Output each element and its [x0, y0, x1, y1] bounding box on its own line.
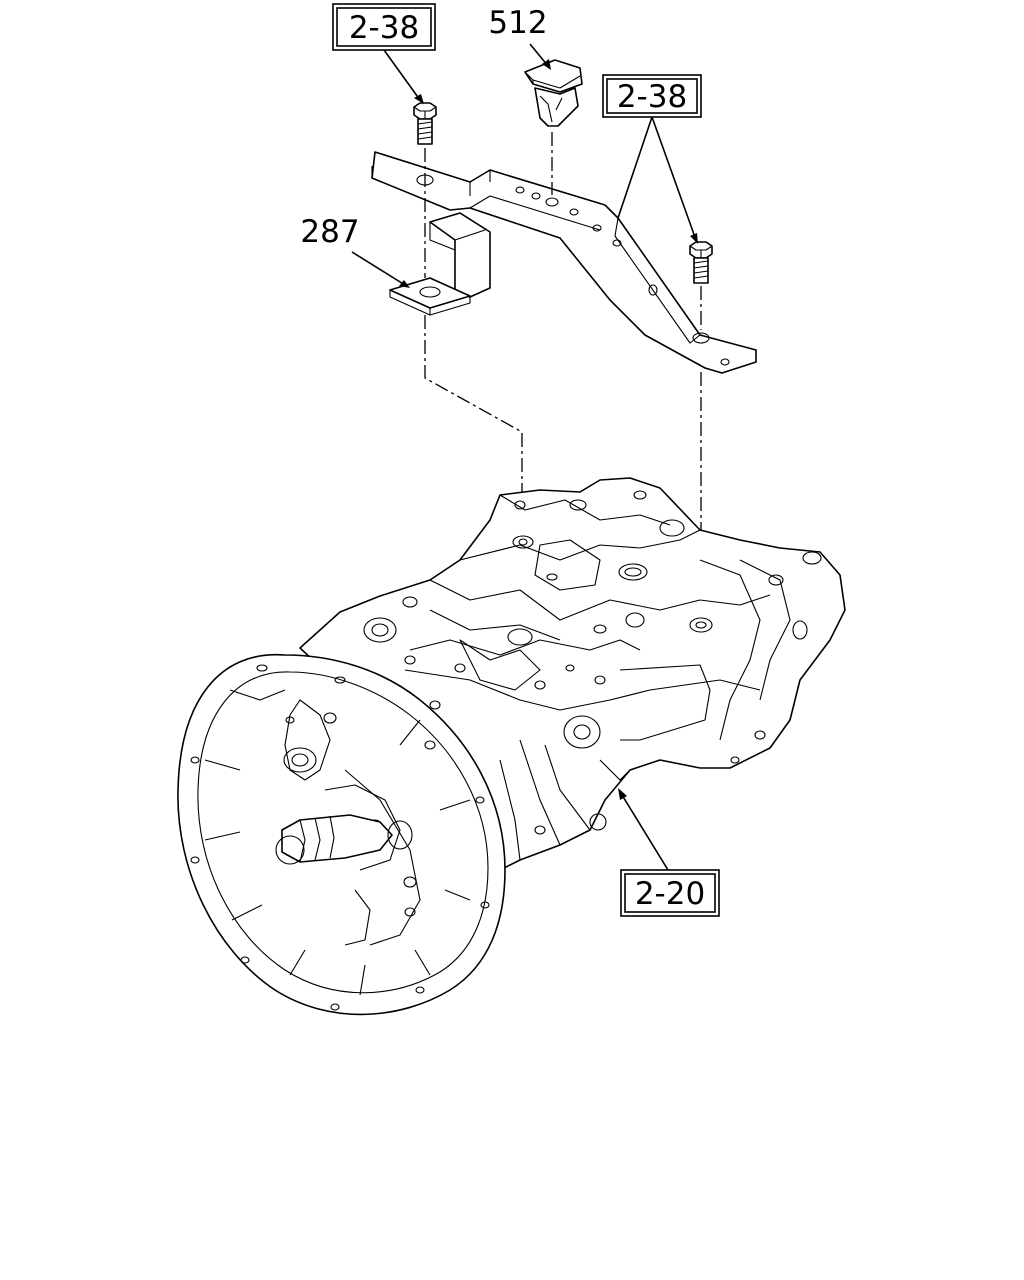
leader-ref-top-right: [617, 116, 698, 244]
leader-ref-top-left: [383, 49, 424, 104]
callout-part-512-label: 512: [488, 5, 547, 41]
leader-part-512: [529, 43, 551, 70]
callout-ref-top-right-label: 2-38: [617, 79, 687, 115]
crossmember-bracket: [371, 151, 757, 374]
callout-part-287-label: 287: [300, 214, 359, 250]
bolt-top-left: [413, 102, 437, 145]
transmission-assembly: [177, 477, 846, 1016]
callout-ref-bottom: 2-20: [620, 869, 720, 917]
clip-512: [524, 59, 583, 127]
callout-ref-top-right: 2-38: [602, 74, 702, 118]
bolt-top-right: [689, 241, 713, 284]
callout-ref-bottom-label: 2-20: [635, 876, 705, 912]
rubber-mount-287: [389, 212, 491, 316]
callout-part-512: 512: [488, 5, 547, 41]
leader-part-287: [351, 251, 410, 288]
leader-ref-bottom: [618, 788, 669, 871]
callout-part-287: 287: [300, 214, 359, 250]
callout-ref-top-left-label: 2-38: [349, 10, 419, 46]
callout-ref-top-left: 2-38: [332, 3, 436, 51]
